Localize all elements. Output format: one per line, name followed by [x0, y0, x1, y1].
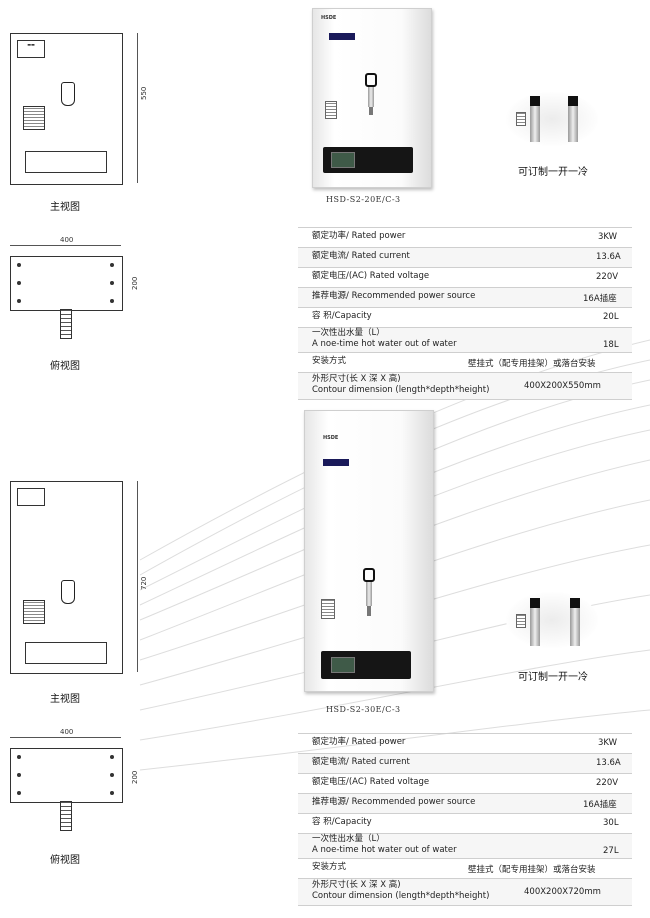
- width-dimension-1: 400: [60, 236, 74, 244]
- front-view-drawing-2: [10, 481, 123, 674]
- model-name-1: HSD-S2-20E/C-3: [326, 195, 401, 204]
- depth-dimension-1: 200: [131, 276, 139, 290]
- front-view-label-2: 主视图: [50, 694, 80, 705]
- height-dimension-2: 720: [140, 576, 148, 590]
- hot-faucet-icon-1: [530, 96, 540, 142]
- warning-label-drawing-1: [23, 106, 45, 130]
- height-dimension-line-2: [137, 481, 138, 672]
- badge-icon-2: [323, 459, 349, 466]
- top-view-faucet-1: [60, 309, 72, 339]
- brand-text-1: HSDE: [321, 15, 337, 21]
- spec-row: 一次性出水量（L）A noe-time hot water out of wat…: [298, 833, 632, 858]
- faucet-options-photo-1: [506, 92, 598, 146]
- spec-row: 安装方式壁挂式（配专用挂架）或落台安装: [298, 352, 632, 372]
- width-dimension-line-2: [10, 737, 121, 738]
- top-view-faucet-2: [60, 801, 72, 831]
- top-view-drawing-2: [10, 748, 123, 803]
- model-name-2: HSD-S2-30E/C-3: [326, 705, 401, 714]
- faucet-icon-1: [365, 73, 377, 115]
- front-view-drawing-1: ▬▬: [10, 33, 123, 185]
- display-screen-2: [331, 657, 355, 673]
- warning-sticker-icon-1: [325, 101, 337, 119]
- spec-row: 外形尺寸(长 X 深 X 高)Contour dimension (length…: [298, 372, 632, 400]
- hot-faucet-icon-2: [530, 598, 540, 646]
- control-panel-drawing-2: [25, 642, 107, 664]
- spec-row: 安装方式壁挂式（配专用挂架）或落台安装: [298, 858, 632, 878]
- brand-text-2: HSDE: [323, 435, 339, 441]
- warning-sticker-icon-2: [321, 599, 335, 619]
- display-screen-1: [331, 152, 355, 168]
- faucet-icon-drawing-1: [61, 82, 75, 106]
- water-boiler-photo-1: HSDE: [312, 8, 432, 188]
- water-boiler-photo-2: HSDE: [304, 410, 434, 692]
- faucet-caption-2: 可订制一开一冷: [518, 672, 588, 683]
- faucet-icon-drawing-2: [61, 580, 75, 604]
- spec-row: 一次性出水量（L）A noe-time hot water out of wat…: [298, 327, 632, 352]
- control-panel-2: [321, 651, 411, 679]
- front-view-label-1: 主视图: [50, 202, 80, 213]
- width-dimension-line-1: [10, 245, 121, 246]
- control-panel-drawing-1: [25, 151, 107, 173]
- top-view-label-2: 俯视图: [50, 855, 80, 866]
- faucet-caption-1: 可订制一开一冷: [518, 167, 588, 178]
- cold-faucet-icon-1: [568, 96, 578, 142]
- top-view-label-1: 俯视图: [50, 361, 80, 372]
- width-dimension-2: 400: [60, 728, 74, 736]
- badge-icon-1: [329, 33, 355, 40]
- faucet-icon-2: [363, 568, 375, 616]
- brand-logo-2: [17, 488, 45, 506]
- height-dimension-1: 550: [140, 86, 148, 100]
- warning-label-drawing-2: [23, 600, 45, 624]
- spec-row: 外形尺寸(长 X 深 X 高)Contour dimension (length…: [298, 878, 632, 906]
- height-dimension-line-1: [137, 33, 138, 183]
- cold-faucet-icon-2: [570, 598, 580, 646]
- brand-logo-1: ▬▬: [17, 40, 45, 58]
- control-panel-1: [323, 147, 413, 173]
- depth-dimension-2: 200: [131, 770, 139, 784]
- top-view-drawing-1: [10, 256, 123, 311]
- faucet-options-photo-2: [506, 592, 598, 648]
